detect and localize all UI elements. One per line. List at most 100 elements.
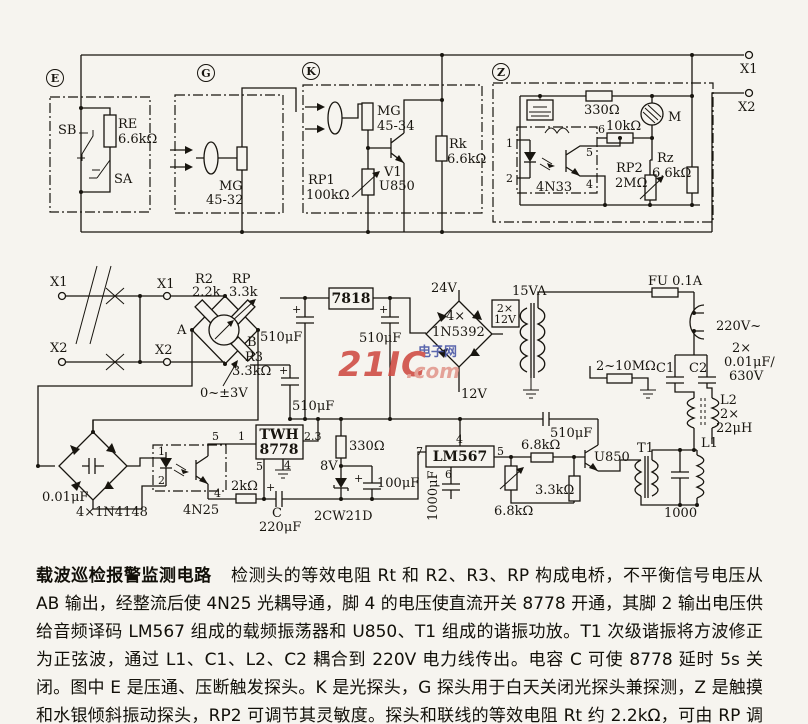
rp-value: 3.3k bbox=[229, 285, 258, 300]
watermark-site: 电子网 bbox=[418, 345, 458, 360]
opto-4n33-label: 4N33 bbox=[536, 180, 572, 195]
mgk-model: 45-34 bbox=[377, 119, 414, 134]
c1000p-value: 1000 bbox=[664, 506, 697, 521]
v1-model: U850 bbox=[379, 179, 415, 194]
block-e-probe: E SB RE 6.6kΩ SA bbox=[46, 69, 157, 213]
pin5-4n25: 5 bbox=[212, 430, 219, 443]
block-e-id: E bbox=[51, 72, 59, 85]
terminal-x1-label: X1 bbox=[740, 62, 758, 77]
pin23-twh: 2.3 bbox=[304, 430, 322, 443]
opto-4n25-label: 4N25 bbox=[183, 503, 219, 518]
block-g-probe: G MG 45-32 bbox=[170, 64, 297, 234]
secondary-winding-box bbox=[491, 299, 520, 328]
block-k-probe: K MG 45-34 V1 U850 RP1 100kΩ Rk 6.6kΩ bbox=[302, 55, 486, 234]
block-z-id: Z bbox=[497, 66, 505, 79]
line-x1a: X1 bbox=[50, 275, 68, 290]
pin5-4n33: 5 bbox=[586, 146, 593, 159]
c220-label: C bbox=[272, 506, 282, 521]
c1-label: C1 bbox=[656, 361, 674, 376]
resistor-rk bbox=[435, 135, 448, 162]
c2-label: C2 bbox=[689, 361, 707, 376]
pin4-twh: 4 bbox=[284, 459, 291, 472]
opto-4n25: 5 1 1 2 4 4N25 bbox=[152, 430, 256, 518]
block-z-probe: Z 330Ω 6 10kΩ M 1 2 5 4 bbox=[492, 55, 714, 223]
top-outer-wiring: X1 X2 bbox=[80, 50, 758, 233]
l2-qty: 2× bbox=[720, 407, 739, 422]
power-supply: 7818 + + + 510μF 510μF 510μF 24V 4× 1N53… bbox=[250, 274, 775, 450]
zener-label: 2CW21D bbox=[314, 509, 373, 524]
resistor-2-10m bbox=[606, 373, 633, 384]
caption-title: 载波巡检报警监测电路 bbox=[36, 566, 212, 586]
pin4-4n25: 4 bbox=[214, 487, 221, 500]
rz-label: Rz bbox=[657, 151, 674, 166]
u850-label: U850 bbox=[594, 450, 630, 465]
zener-branch: 330Ω 8V 2CW21D + 100μF bbox=[314, 419, 419, 524]
mains-label: 220V~ bbox=[716, 319, 761, 334]
node-b-label: B bbox=[247, 335, 257, 350]
mains-plug bbox=[689, 304, 705, 340]
measuring-bridge: R2 2.2k RP 3.3k A B R3 3.3kΩ 0~±3V bbox=[37, 272, 271, 467]
resistor-mg4532 bbox=[236, 146, 248, 171]
l1-label: L1 bbox=[701, 436, 718, 451]
rect-model: 1N5392 bbox=[432, 325, 485, 340]
v8-label: 8V bbox=[320, 459, 338, 474]
rp1-value: 100kΩ bbox=[306, 188, 349, 203]
regulator-7818-label: 7818 bbox=[332, 291, 371, 307]
det-cap-value: 0.01μF bbox=[42, 490, 88, 505]
v24-label: 24V bbox=[431, 281, 458, 296]
mercury-switch bbox=[526, 99, 554, 121]
cap2-value: 510μF bbox=[359, 331, 401, 346]
c100-plus: + bbox=[354, 472, 363, 485]
pin1-twh: 1 bbox=[238, 430, 245, 443]
cap3-plus: + bbox=[279, 364, 288, 377]
cap1-plus: + bbox=[292, 303, 301, 316]
bridge-range: 0~±3V bbox=[200, 386, 248, 401]
node-a-label: A bbox=[176, 323, 187, 338]
motor-label: M bbox=[668, 110, 681, 125]
tone-decoder: LM567 7 4 5 6 1000μF 6.8kΩ 6.8kΩ 3.3kΩ 5… bbox=[341, 412, 641, 521]
watermark: 电子网 21IC .com bbox=[338, 341, 488, 387]
mg-label: MG bbox=[219, 179, 243, 194]
terminal-x2-label: X2 bbox=[738, 100, 756, 115]
cap1-value: 510μF bbox=[260, 330, 302, 345]
line-x2b: X2 bbox=[155, 343, 173, 358]
sec-voltage: 12V bbox=[494, 313, 517, 326]
lower-rail bbox=[288, 417, 598, 421]
pin5-lm567: 5 bbox=[497, 445, 504, 458]
r3-value: 3.3kΩ bbox=[232, 364, 271, 379]
r2k-value: 2kΩ bbox=[231, 479, 258, 494]
r2-value: 2.2k bbox=[192, 285, 221, 300]
switch-twh8778: TWH 8778 2.3 5 4 2kΩ + C 220μF bbox=[208, 419, 341, 535]
pin6-4n33: 6 bbox=[598, 123, 605, 136]
detector-rectifier: 0.01μF 4×1N4148 bbox=[36, 420, 166, 520]
fuse bbox=[651, 287, 679, 298]
caption-body: 检测头的等效电阻 Rt 和 R2、R3、RP 构成电桥，不平衡信号电压从 AB … bbox=[36, 566, 764, 724]
r-2-10m-value: 2~10MΩ bbox=[596, 359, 656, 374]
resistor-re-label: RE bbox=[118, 117, 137, 132]
watermark-tld: .com bbox=[406, 359, 461, 383]
r33k-value: 3.3kΩ bbox=[535, 483, 574, 498]
rp2-label: RP2 bbox=[616, 161, 643, 176]
rp2-value: 2MΩ bbox=[615, 176, 647, 191]
cap3-value: 510μF bbox=[292, 399, 334, 414]
resistor-330 bbox=[335, 435, 347, 459]
pin1-4n33: 1 bbox=[506, 137, 513, 150]
twh-label-2: 8778 bbox=[260, 442, 299, 458]
resistor-2k bbox=[235, 493, 257, 504]
pin5-twh: 5 bbox=[256, 460, 263, 473]
twh-label-1: TWH bbox=[259, 427, 298, 443]
pin2-4n33: 2 bbox=[506, 172, 513, 185]
c220-value: 220μF bbox=[259, 520, 301, 535]
r10k-value: 10kΩ bbox=[606, 119, 641, 134]
block-g-id: G bbox=[201, 67, 210, 80]
r330-value: 330Ω bbox=[349, 439, 385, 454]
resistor-re-value: 6.6kΩ bbox=[118, 132, 157, 147]
opto-4n33-box bbox=[516, 126, 598, 194]
sense-line: X1 X2 X1 X2 bbox=[50, 265, 225, 371]
pin1-4n25: 1 bbox=[158, 445, 165, 458]
rp-label: RP bbox=[232, 272, 251, 287]
v12-label: 12V bbox=[461, 387, 488, 402]
resistor-mg4534 bbox=[361, 102, 374, 131]
rz-value: 6.6kΩ bbox=[652, 166, 691, 181]
